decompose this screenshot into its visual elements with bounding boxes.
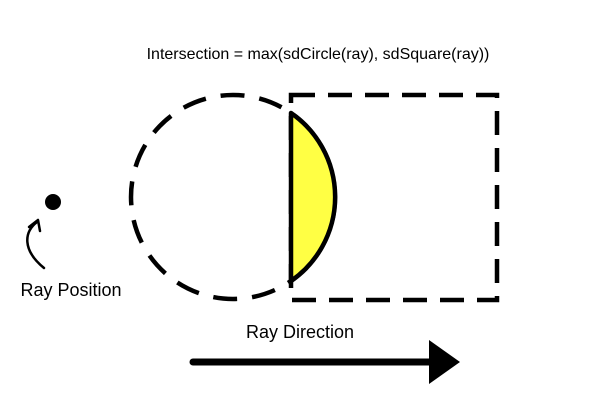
diagram-title: Intersection = max(sdCircle(ray), sdSqua… — [147, 46, 490, 63]
ray-position-pointer-arrow — [26, 218, 46, 270]
ray-position-label: Ray Position — [20, 280, 121, 300]
ray-direction-label: Ray Direction — [246, 322, 354, 342]
ray-direction-arrow — [189, 340, 460, 384]
intersection-region — [288, 110, 338, 284]
ray-position-point — [45, 194, 61, 210]
